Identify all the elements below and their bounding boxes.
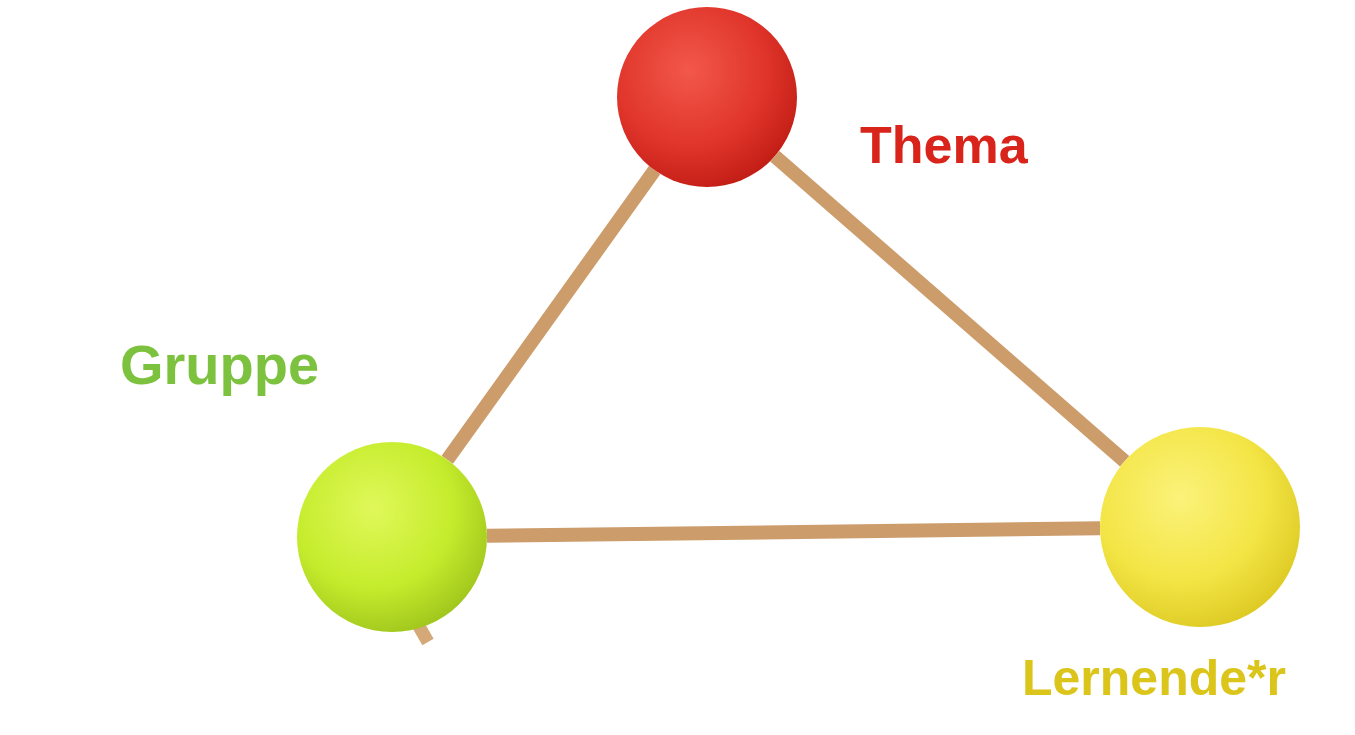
wooden-stick xyxy=(775,156,1125,461)
ball-shape xyxy=(1100,427,1300,627)
wooden-stick xyxy=(487,528,1100,536)
node-label: Gruppe xyxy=(120,337,319,393)
ball-shape xyxy=(617,7,797,187)
wooden-ball xyxy=(1100,427,1300,627)
ball-shape xyxy=(297,442,487,632)
wooden-ball xyxy=(617,7,797,187)
wooden-stick xyxy=(447,170,654,460)
node-label: Lernende*r xyxy=(1022,653,1286,703)
ball-node: Thema xyxy=(617,7,797,187)
wooden-ball xyxy=(297,442,487,632)
ball-node: Lernende*r xyxy=(1100,427,1300,627)
ball-node: Gruppe xyxy=(297,442,487,632)
node-label: Thema xyxy=(860,119,1028,171)
